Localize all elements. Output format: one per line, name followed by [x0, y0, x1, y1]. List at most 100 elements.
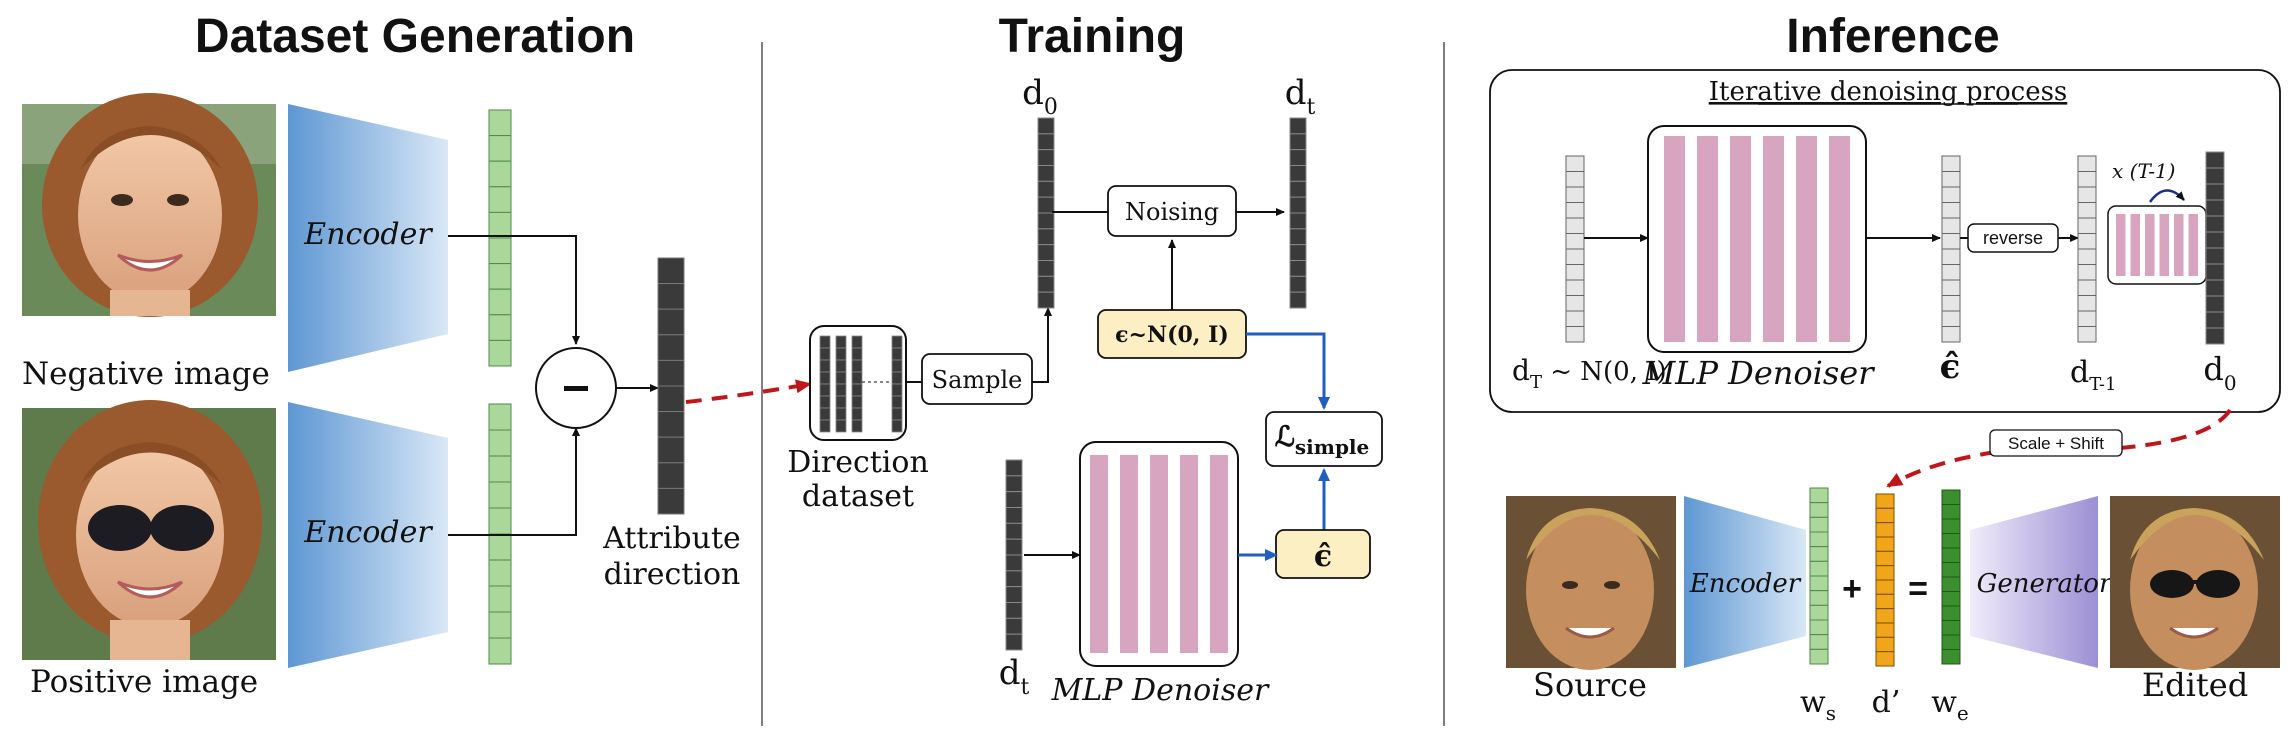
direction-cell — [657, 308, 685, 336]
d0i-cell — [2205, 247, 2225, 265]
dtb-cell — [1005, 538, 1023, 556]
source-face-image — [1506, 496, 1676, 670]
we-label: we — [1931, 685, 1969, 725]
d0i-cell — [2205, 167, 2225, 185]
direction-dataset-cell — [835, 395, 847, 409]
latent-cell — [488, 186, 512, 213]
eps-cell — [1941, 295, 1961, 312]
d-prime-label: d’ — [1872, 685, 1901, 720]
direction-dataset-cell — [835, 383, 847, 397]
mlp-layer — [1697, 136, 1718, 342]
dt-vector-top — [1289, 117, 1307, 309]
latent-cell — [488, 237, 512, 265]
direction-dataset-cell — [851, 383, 863, 397]
direction-dataset-cell — [851, 359, 863, 373]
d0-cell — [1037, 196, 1055, 214]
mlp-layer — [1210, 455, 1228, 653]
d0-cell — [1037, 244, 1055, 262]
d0i-cell — [2205, 279, 2225, 297]
direction-dataset-cell — [819, 407, 831, 421]
dt-cell — [1289, 133, 1307, 151]
d0-cell — [1037, 275, 1055, 293]
dp-cell — [1875, 622, 1895, 638]
we-cell — [1941, 504, 1961, 520]
svg-text:ℒsimple: ℒsimple — [1275, 420, 1370, 459]
dt-cell — [1289, 165, 1307, 182]
latent-cell — [488, 288, 512, 316]
dT-cell — [1565, 310, 1585, 327]
ws-cell — [1809, 516, 1829, 533]
latent-cell — [488, 109, 512, 137]
dp-cell — [1875, 636, 1895, 653]
we-cell — [1941, 533, 1961, 549]
direction-cell — [657, 257, 685, 285]
dT-cell — [1565, 279, 1585, 296]
dp-cell — [1875, 565, 1895, 581]
svg-text:Generator: Generator — [1977, 569, 2113, 599]
we-cell — [1941, 518, 1961, 534]
positive-image-label: Positive image — [30, 664, 258, 700]
d0i-cell — [2205, 327, 2225, 345]
direction-cell — [657, 359, 685, 387]
ws-cell — [1809, 531, 1829, 548]
we-cell — [1941, 620, 1961, 636]
mlp-layer — [1090, 455, 1108, 653]
mlp-layer — [2188, 214, 2198, 276]
d0-cell — [1037, 212, 1055, 230]
d0i-cell — [2205, 295, 2225, 313]
svg-text:ϵ̂: ϵ̂ — [1314, 539, 1332, 574]
noise-distribution-box: ϵ~N(0, I) — [1097, 309, 1247, 359]
latent-cell — [488, 637, 512, 665]
direction-dataset-cell — [891, 359, 903, 373]
ws-cell — [1809, 546, 1829, 562]
mlp-layer — [2174, 214, 2184, 276]
dtb-cell — [1005, 617, 1023, 635]
d0i-cell — [2205, 151, 2225, 169]
ws-label: ws — [1800, 685, 1836, 725]
mlp-layer — [1664, 136, 1685, 342]
section-title-training: Training — [999, 10, 1186, 63]
direction-cell — [657, 462, 685, 489]
eps-cell — [1941, 326, 1961, 343]
direction-dataset-cell — [835, 371, 847, 385]
eps-cell — [1941, 202, 1961, 219]
dtb-cell — [1005, 522, 1023, 540]
latent-cell — [488, 455, 512, 483]
mlp-layer — [1180, 455, 1198, 653]
loop-arrow — [2148, 189, 2185, 203]
direction-dataset-cell — [851, 395, 863, 409]
dT1-cell — [2077, 171, 2097, 188]
plus-operator: + — [1842, 570, 1862, 608]
positive-face-image — [22, 400, 276, 660]
mlp-layer — [1796, 136, 1817, 342]
dp-cell — [1875, 507, 1895, 524]
mlp-layer — [2116, 214, 2126, 276]
dT-cell — [1565, 155, 1585, 172]
ws-cell — [1809, 560, 1829, 577]
dT-cell — [1565, 233, 1585, 250]
direction-cell — [657, 334, 685, 361]
d0-vector — [1037, 117, 1055, 309]
we-cell — [1941, 591, 1961, 607]
scale-shift-box: Scale + Shift — [1989, 429, 2123, 457]
direction-dataset-cell — [851, 407, 863, 421]
ws-cell — [1809, 619, 1829, 636]
eps-cell — [1941, 264, 1961, 281]
direction-cell — [657, 283, 685, 310]
latent-vector-positive — [488, 403, 512, 665]
dp-cell — [1875, 550, 1895, 567]
dp-cell — [1875, 593, 1895, 610]
mlp-layer — [1763, 136, 1784, 342]
d0-output-label: d0 — [2203, 350, 2236, 395]
d0i-cell — [2205, 311, 2225, 329]
dT-cell — [1565, 186, 1585, 203]
dp-cell — [1875, 651, 1895, 667]
latent-cell — [488, 429, 512, 457]
direction-dataset-box — [809, 325, 907, 441]
mlp-denoiser-inference-label: MLP Denoiser — [1641, 354, 1875, 392]
dt-vector-bottom — [1005, 459, 1023, 651]
dT-label: dT ~ N(0, I) — [1512, 354, 1667, 393]
edited-label: Edited — [2142, 666, 2248, 704]
direction-cell — [657, 385, 685, 413]
direction-dataset-cell — [819, 347, 831, 361]
